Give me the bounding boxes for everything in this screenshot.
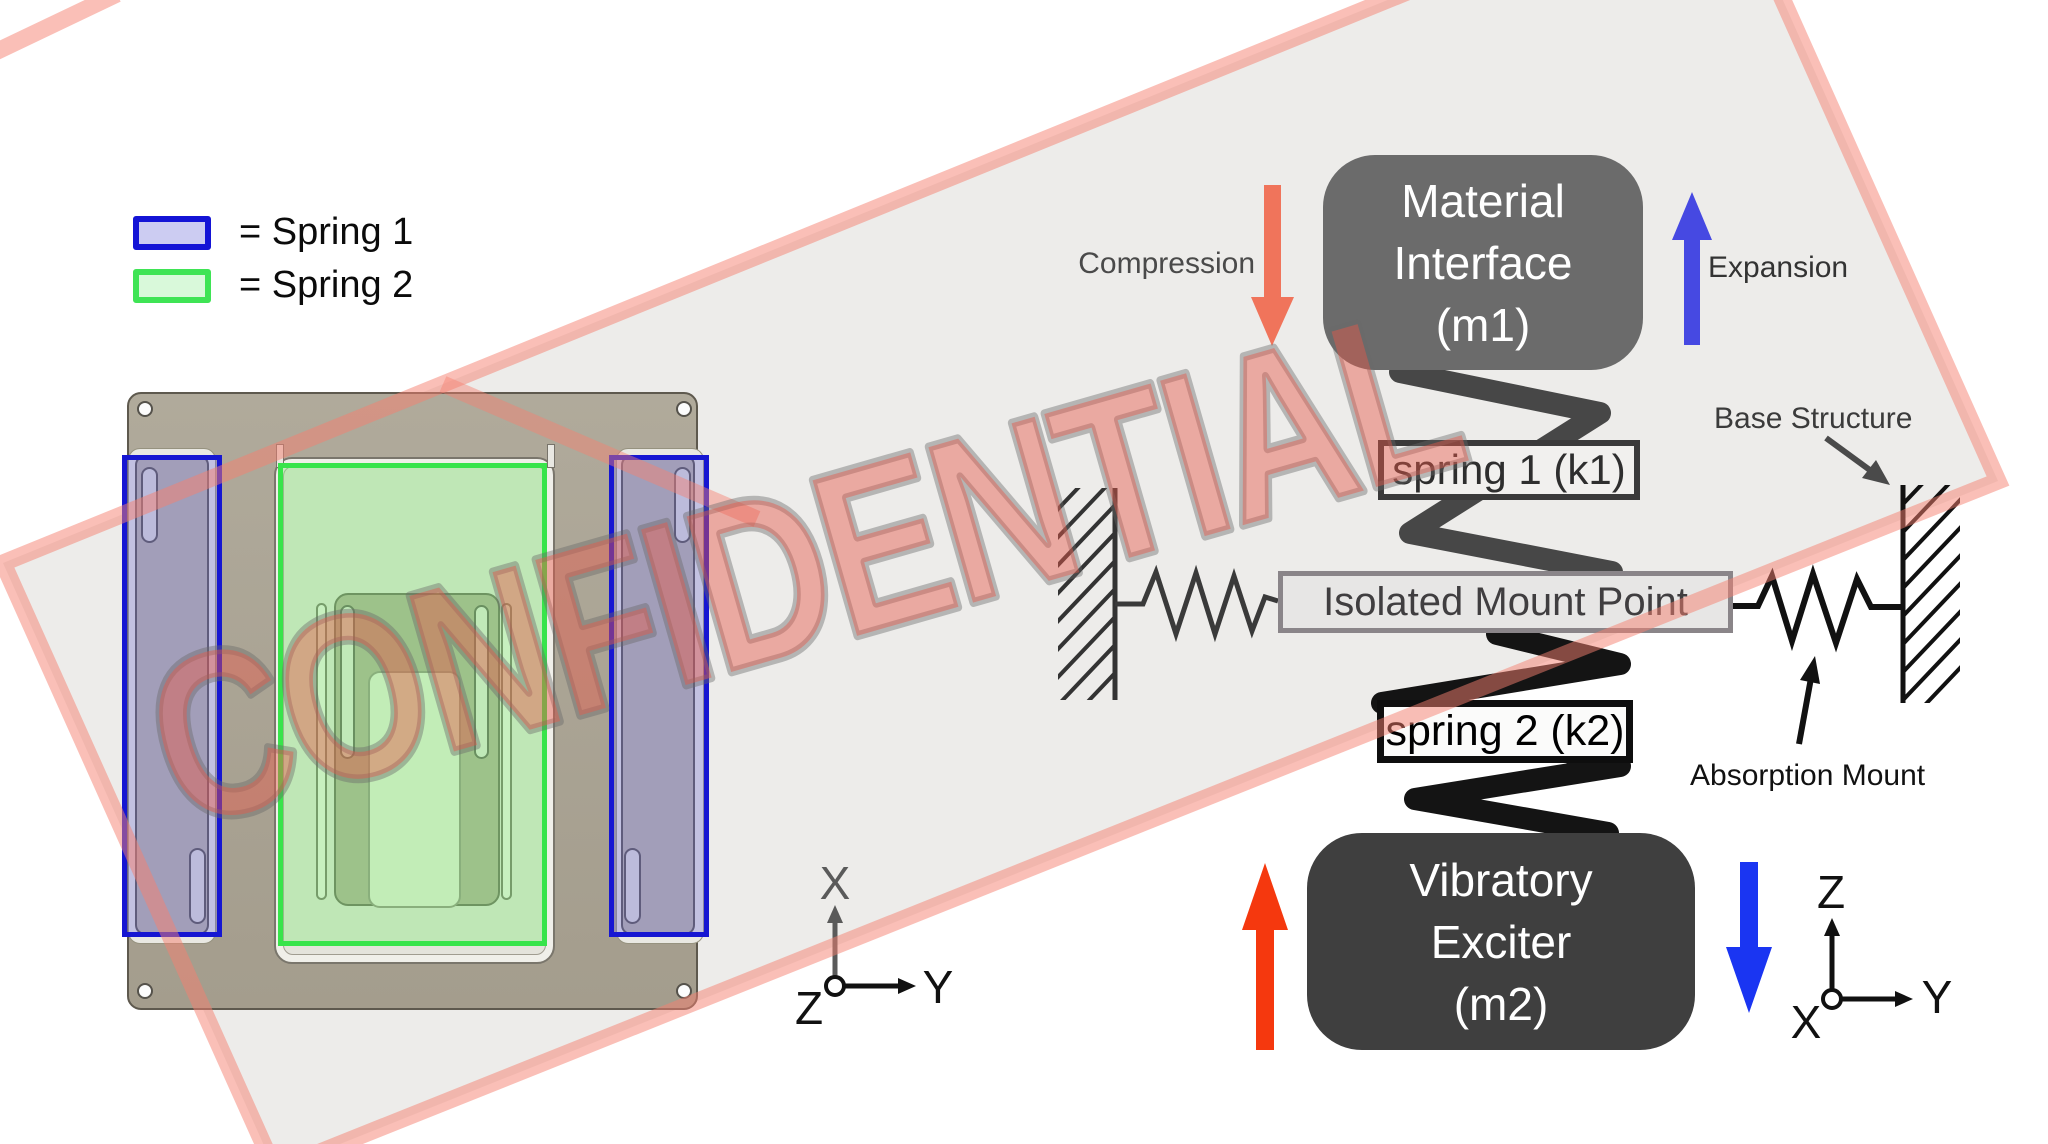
watermark-tile-edge-segment: [439, 376, 761, 527]
mass2-line1: Vibratory: [1409, 853, 1593, 906]
spring1-color-swatch: [133, 215, 211, 250]
axes-left: X Y Z: [795, 857, 953, 1034]
excitation-up-arrow: [1242, 863, 1288, 1050]
axes-right: Z Y X: [1791, 866, 1953, 1048]
plate-hole-bottom-left: [137, 983, 153, 999]
absorption-mount-label: Absorption Mount: [1690, 759, 1926, 792]
compression-arrow: [1251, 185, 1294, 346]
mounting-plate-render: [122, 392, 709, 1010]
base-structure-label: Base Structure: [1714, 402, 1913, 435]
left-wall-hatching: [1058, 488, 1115, 700]
legend-row-spring1: = Spring 1: [133, 211, 413, 254]
expansion-label: Expansion: [1708, 251, 1849, 284]
axes-right-origin: [1821, 988, 1843, 1010]
material-interface-mass-box: Material Interface (m1): [1323, 155, 1643, 370]
mass1-line2: Interface: [1393, 236, 1573, 289]
axes-left-up-arrowhead: [827, 905, 843, 923]
mass1-line1: Material: [1401, 174, 1565, 227]
axes-left-right-arrowhead: [898, 978, 916, 994]
left-rail-bottom-slot: [189, 848, 206, 924]
axes-left-out-label: Z: [795, 982, 823, 1034]
response-down-arrow: [1726, 862, 1772, 1013]
spring1-label-box: spring 1 (k1): [1378, 440, 1640, 500]
spring2-highlight-overlay: [278, 463, 547, 946]
absorption-mount-spring: [1733, 564, 1903, 653]
axes-right-right-arrowhead: [1895, 991, 1913, 1007]
center-tab-window: [368, 671, 461, 908]
axes-left-up-label: X: [820, 857, 851, 909]
center-left-groove: [316, 603, 327, 900]
compression-label: Compression: [1078, 247, 1255, 280]
axes-right-up-label: Z: [1817, 866, 1845, 918]
left-horizontal-spring: [1115, 564, 1279, 643]
absorption-mount-pointer-head: [1800, 656, 1820, 684]
axes-right-up-arrowhead: [1824, 918, 1840, 936]
axes-right-right-label: Y: [1922, 971, 1953, 1023]
right-rail-bottom-slot: [624, 848, 641, 924]
plate-hole-top-right: [676, 401, 692, 417]
axes-left-right-label: Y: [923, 961, 954, 1013]
confidential-watermark-text: CONFIDENTIAL: [122, 256, 1484, 879]
vibratory-exciter-mass-box: Vibratory Exciter (m2): [1307, 833, 1695, 1050]
spring2-color-swatch: [133, 268, 211, 303]
watermark-tile-corner-segment: [0, 0, 121, 60]
base-structure-pointer-head: [1862, 460, 1890, 485]
mass2-line2: Exciter: [1430, 915, 1572, 968]
plate-hole-top-left: [137, 401, 153, 417]
axes-left-origin: [824, 975, 846, 997]
center-tab-left-slot: [340, 605, 355, 759]
right-rail-top-slot: [674, 467, 691, 543]
center-right-groove: [501, 603, 512, 900]
absorption-mount-pointer-line: [1796, 677, 1814, 745]
legend-label-spring1: = Spring 1: [239, 211, 414, 253]
spring1-right-highlight-overlay: [609, 455, 709, 937]
axes-right-out-label: X: [1791, 996, 1822, 1048]
mass1-line3: (m1): [1435, 298, 1531, 351]
plate-top-notch-right: [547, 444, 555, 468]
center-tab-right-slot: [474, 605, 489, 759]
mass2-line3: (m2): [1453, 977, 1549, 1030]
legend-label-spring2: = Spring 2: [239, 264, 414, 306]
legend-row-spring2: = Spring 2: [133, 264, 413, 307]
expansion-arrow: [1672, 192, 1712, 345]
